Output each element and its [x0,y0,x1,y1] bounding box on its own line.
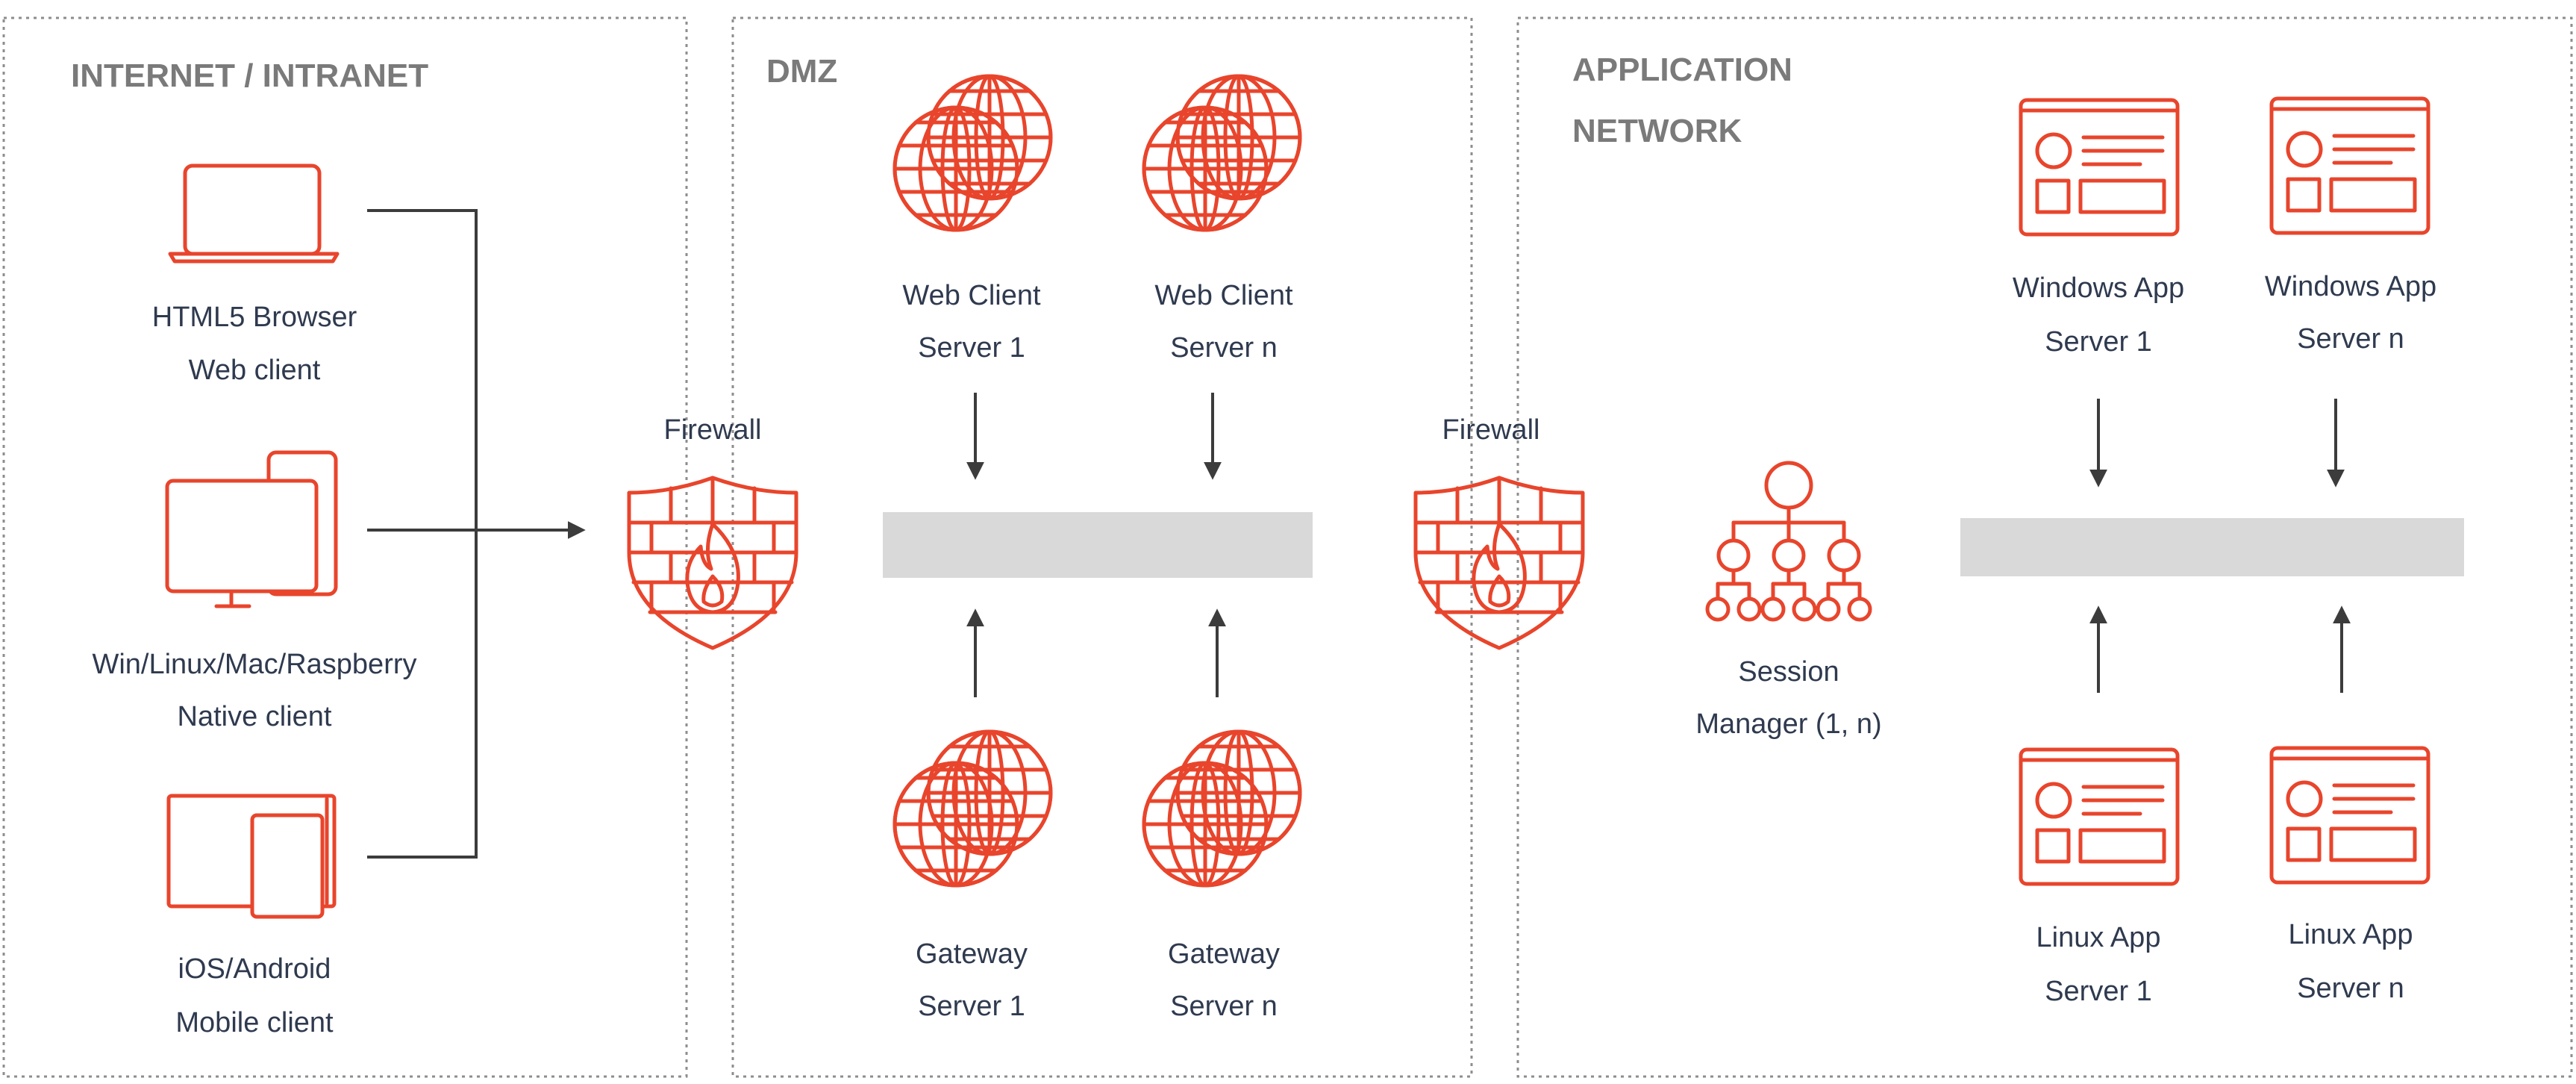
web-client-1-line2: Server 1 [918,332,1025,364]
application-zone-title-line2: NETWORK [1572,113,1742,149]
dmz-zone-title: DMZ [766,53,837,90]
app-window-icon [2021,750,2178,884]
windows-app-n-line2: Server n [2297,323,2404,355]
globe-icon [895,732,1051,885]
app-window-icon [2272,99,2428,233]
linux-app-n-line2: Server n [2297,973,2404,1004]
firewall-1-label: Firewall [664,414,762,446]
tablet-icon [166,794,337,919]
client-mobile-line2: Mobile client [175,1007,334,1038]
laptop-icon [168,163,340,264]
firewall-icon [1416,478,1583,648]
client-native-line2: Native client [178,701,332,732]
firewall-2-label: Firewall [1442,414,1540,446]
web-client-n-line2: Server n [1170,332,1278,364]
globe-icon [1144,76,1300,230]
client-mobile-line1: iOS/Android [178,953,331,985]
windows-app-n-line1: Windows App [2265,271,2436,302]
globe-icon [1144,732,1300,885]
linux-app-n-line1: Linux App [2289,919,2413,950]
firewall-icon [629,478,796,648]
app-window-icon [2272,748,2428,882]
internet-zone-title: INTERNET / INTRANET [71,57,428,94]
hierarchy-icon [1705,461,1872,622]
linux-app-1-line2: Server 1 [2045,976,2152,1007]
windows-app-1-line2: Server 1 [2045,326,2152,358]
gateway-n-line1: Gateway [1168,938,1280,970]
session-manager-line1: Session [1738,656,1839,688]
internet-zone-panel [2,16,688,1078]
desktop-icon [165,450,338,608]
gateway-n-line2: Server n [1170,991,1278,1022]
session-manager-line2: Manager (1, n) [1695,708,1881,740]
app-window-icon [2021,100,2178,234]
application-bus [1960,518,2464,576]
application-zone-title-line1: APPLICATION [1572,52,1792,88]
client-native-line1: Win/Linux/Mac/Raspberry [92,649,416,680]
globe-icon [895,76,1051,230]
client-html5-line2: Web client [189,355,321,386]
gateway-1-line1: Gateway [916,938,1028,970]
web-client-n-line1: Web Client [1154,280,1293,311]
dmz-zone-panel [731,16,1473,1078]
client-html5-line1: HTML5 Browser [152,302,357,333]
windows-app-1-line1: Windows App [2013,272,2184,304]
client-connector [367,209,478,859]
web-client-1-line1: Web Client [902,280,1041,311]
linux-app-1-line1: Linux App [2036,922,2161,953]
dmz-bus [883,512,1313,578]
gateway-1-line2: Server 1 [918,991,1025,1022]
